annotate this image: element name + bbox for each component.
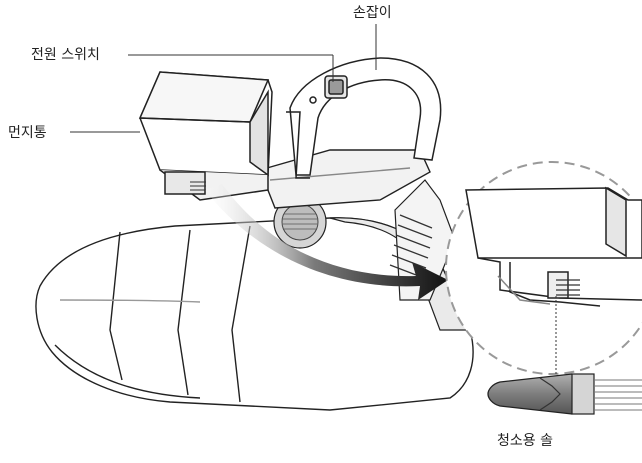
curved-arrow-icon [205, 184, 448, 300]
label-power-switch: 전원 스위치 [31, 47, 100, 63]
leader-lines [70, 24, 557, 378]
label-dust-bin: 먼지통 [8, 125, 47, 141]
vacuum-base [35, 217, 474, 411]
cleaning-brush [487, 373, 642, 415]
handle [286, 57, 442, 179]
label-cleaning-brush: 청소용 솔 [497, 433, 553, 449]
dust-bin [138, 71, 273, 201]
motor-grille [273, 195, 327, 249]
power-switch-knob [328, 79, 344, 95]
vacuum-neck [259, 149, 431, 209]
label-handle: 손잡이 [353, 5, 392, 21]
zoom-detail [465, 186, 642, 307]
